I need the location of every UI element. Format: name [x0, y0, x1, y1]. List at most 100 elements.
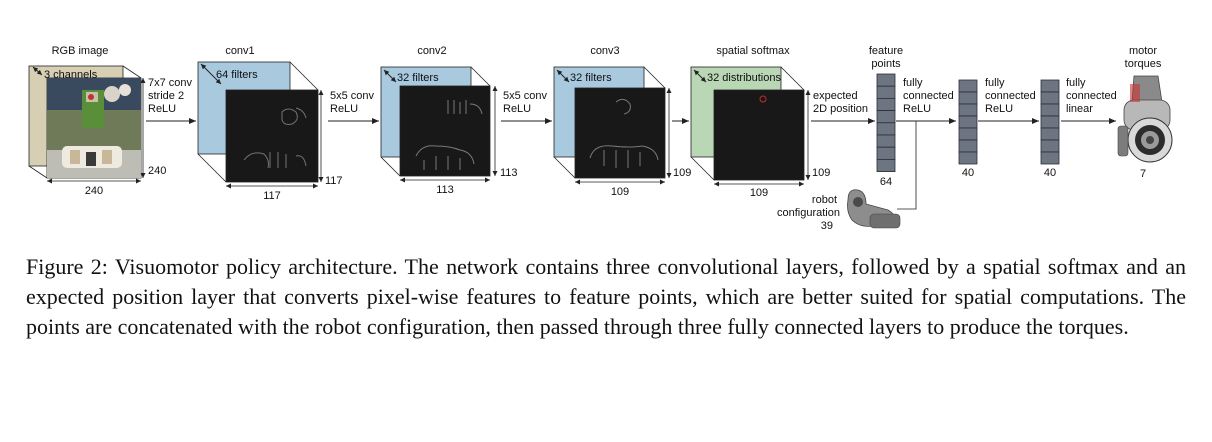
- channel-depth-arrow: [32, 66, 43, 76]
- op3-line1: 5x5 conv: [503, 90, 548, 102]
- conv3-stage: conv3 32 filters 109 109: [553, 45, 691, 198]
- op1-conv: 7x7 conv stride 2 ReLU: [146, 77, 196, 124]
- op5-line2: connected: [903, 90, 954, 102]
- feature-points-title-line2: points: [871, 58, 901, 70]
- robot-config-connector: [897, 121, 917, 210]
- vector-cell: [876, 85, 896, 99]
- architecture-diagram: RGB image 3 channels 240 240 7x7 conv st…: [28, 45, 1173, 232]
- op5-fc: fully connected ReLU: [896, 77, 956, 210]
- conv2-depth-arrow: [383, 69, 397, 83]
- feature-points-title-line1: feature: [869, 45, 903, 57]
- op6-line3: ReLU: [985, 103, 1013, 115]
- conv1-filters-label: 64 filters: [216, 69, 258, 81]
- op7-line1: fully: [1066, 77, 1086, 89]
- vector-cell: [1040, 151, 1060, 165]
- vector-cell: [958, 127, 978, 141]
- op4-line1: expected: [813, 90, 858, 102]
- conv1-depth-arrow: [200, 63, 222, 85]
- fc2-stage: 40: [1040, 79, 1060, 179]
- op5-line1: fully: [903, 77, 923, 89]
- vector-cell: [876, 146, 896, 160]
- softmax-filters-label: 32 distributions: [707, 72, 781, 84]
- vector-cell: [958, 79, 978, 93]
- figure-caption: Figure 2: Visuomotor policy architecture…: [26, 254, 1186, 339]
- feature-points-vector: [876, 73, 896, 172]
- fc1-size: 40: [962, 167, 974, 179]
- softmax-width-label: 109: [750, 187, 768, 199]
- conv1-feature-map: [225, 89, 319, 183]
- vector-cell: [876, 134, 896, 148]
- op3-conv: 5x5 conv ReLU: [501, 90, 552, 124]
- input-channels-label: 3 channels: [44, 69, 98, 81]
- fc2-vector: [1040, 79, 1060, 165]
- vector-cell: [1040, 139, 1060, 153]
- robot-config-line2: configuration: [777, 207, 840, 219]
- conv1-stage: conv1 64 filters 117 117: [197, 45, 343, 202]
- op5-line3: ReLU: [903, 103, 931, 115]
- conv3-filters-label: 32 filters: [570, 72, 612, 84]
- fc1-vector: [958, 79, 978, 165]
- op1-line3: ReLU: [148, 103, 176, 115]
- op4-expected-position: expected 2D position: [811, 90, 875, 124]
- conv2-width-label: 113: [436, 184, 454, 196]
- vector-cell: [876, 158, 896, 172]
- op7-line3: linear: [1066, 103, 1093, 115]
- output-stage: motor torques 7: [1117, 45, 1173, 180]
- conv1-height-label: 117: [325, 175, 343, 187]
- vector-cell: [876, 122, 896, 136]
- vector-cell: [1040, 127, 1060, 141]
- feature-points-stage: feature points 64: [869, 45, 903, 188]
- robot-gripper-illustration: [1117, 75, 1173, 163]
- robot-config-stage: robot configuration 39: [777, 189, 901, 232]
- output-title-line1: motor: [1129, 45, 1157, 57]
- vector-cell: [958, 139, 978, 153]
- input-title: RGB image: [52, 45, 109, 57]
- robot-config-size: 39: [821, 220, 833, 232]
- output-size: 7: [1140, 168, 1146, 180]
- conv2-height-label: 113: [500, 167, 518, 179]
- op3-line2: ReLU: [503, 103, 531, 115]
- robot-arm-illustration: [847, 189, 901, 229]
- op2-line1: 5x5 conv: [330, 90, 375, 102]
- conv3-width-label: 109: [611, 186, 629, 198]
- op4-line2: 2D position: [813, 103, 868, 115]
- feature-points-size: 64: [880, 176, 892, 188]
- vector-cell: [1040, 103, 1060, 117]
- vector-cell: [1040, 79, 1060, 93]
- fc1-stage: 40: [958, 79, 978, 179]
- softmax-depth-arrow: [693, 69, 707, 83]
- vector-cell: [876, 73, 896, 87]
- op2-line2: ReLU: [330, 103, 358, 115]
- robot-scene-illustration: [47, 78, 141, 178]
- op6-line2: connected: [985, 90, 1036, 102]
- vector-cell: [876, 110, 896, 124]
- conv2-stage: conv2 32 filters 113 113: [380, 45, 518, 196]
- vector-cell: [876, 98, 896, 112]
- vector-cell: [958, 103, 978, 117]
- robot-config-line1: robot: [812, 194, 837, 206]
- vector-cell: [958, 115, 978, 129]
- output-title-line2: torques: [1125, 58, 1162, 70]
- conv2-title: conv2: [417, 45, 446, 57]
- op2-conv: 5x5 conv ReLU: [328, 90, 379, 124]
- op7-fc: fully connected linear: [1061, 77, 1117, 124]
- conv3-depth-arrow: [556, 69, 570, 83]
- softmax-title: spatial softmax: [716, 45, 790, 57]
- conv1-title: conv1: [225, 45, 254, 57]
- vector-cell: [958, 91, 978, 105]
- vector-cell: [958, 151, 978, 165]
- op6-line1: fully: [985, 77, 1005, 89]
- softmax-height-label: 109: [812, 167, 830, 179]
- conv1-width-label: 117: [263, 190, 281, 202]
- vector-cell: [1040, 115, 1060, 129]
- conv2-feature-map: [399, 85, 491, 177]
- softmax-peak-marker: [759, 95, 767, 103]
- input-stage: RGB image 3 channels 240 240: [28, 45, 166, 197]
- fc2-size: 40: [1044, 167, 1056, 179]
- softmax-stage: spatial softmax 32 distributions 109 109: [690, 45, 830, 199]
- op6-fc: fully connected ReLU: [978, 77, 1039, 124]
- conv3-height-label: 109: [673, 167, 691, 179]
- softmax-distribution-map: [713, 89, 805, 181]
- input-height-label: 240: [148, 165, 166, 177]
- conv3-title: conv3: [590, 45, 619, 57]
